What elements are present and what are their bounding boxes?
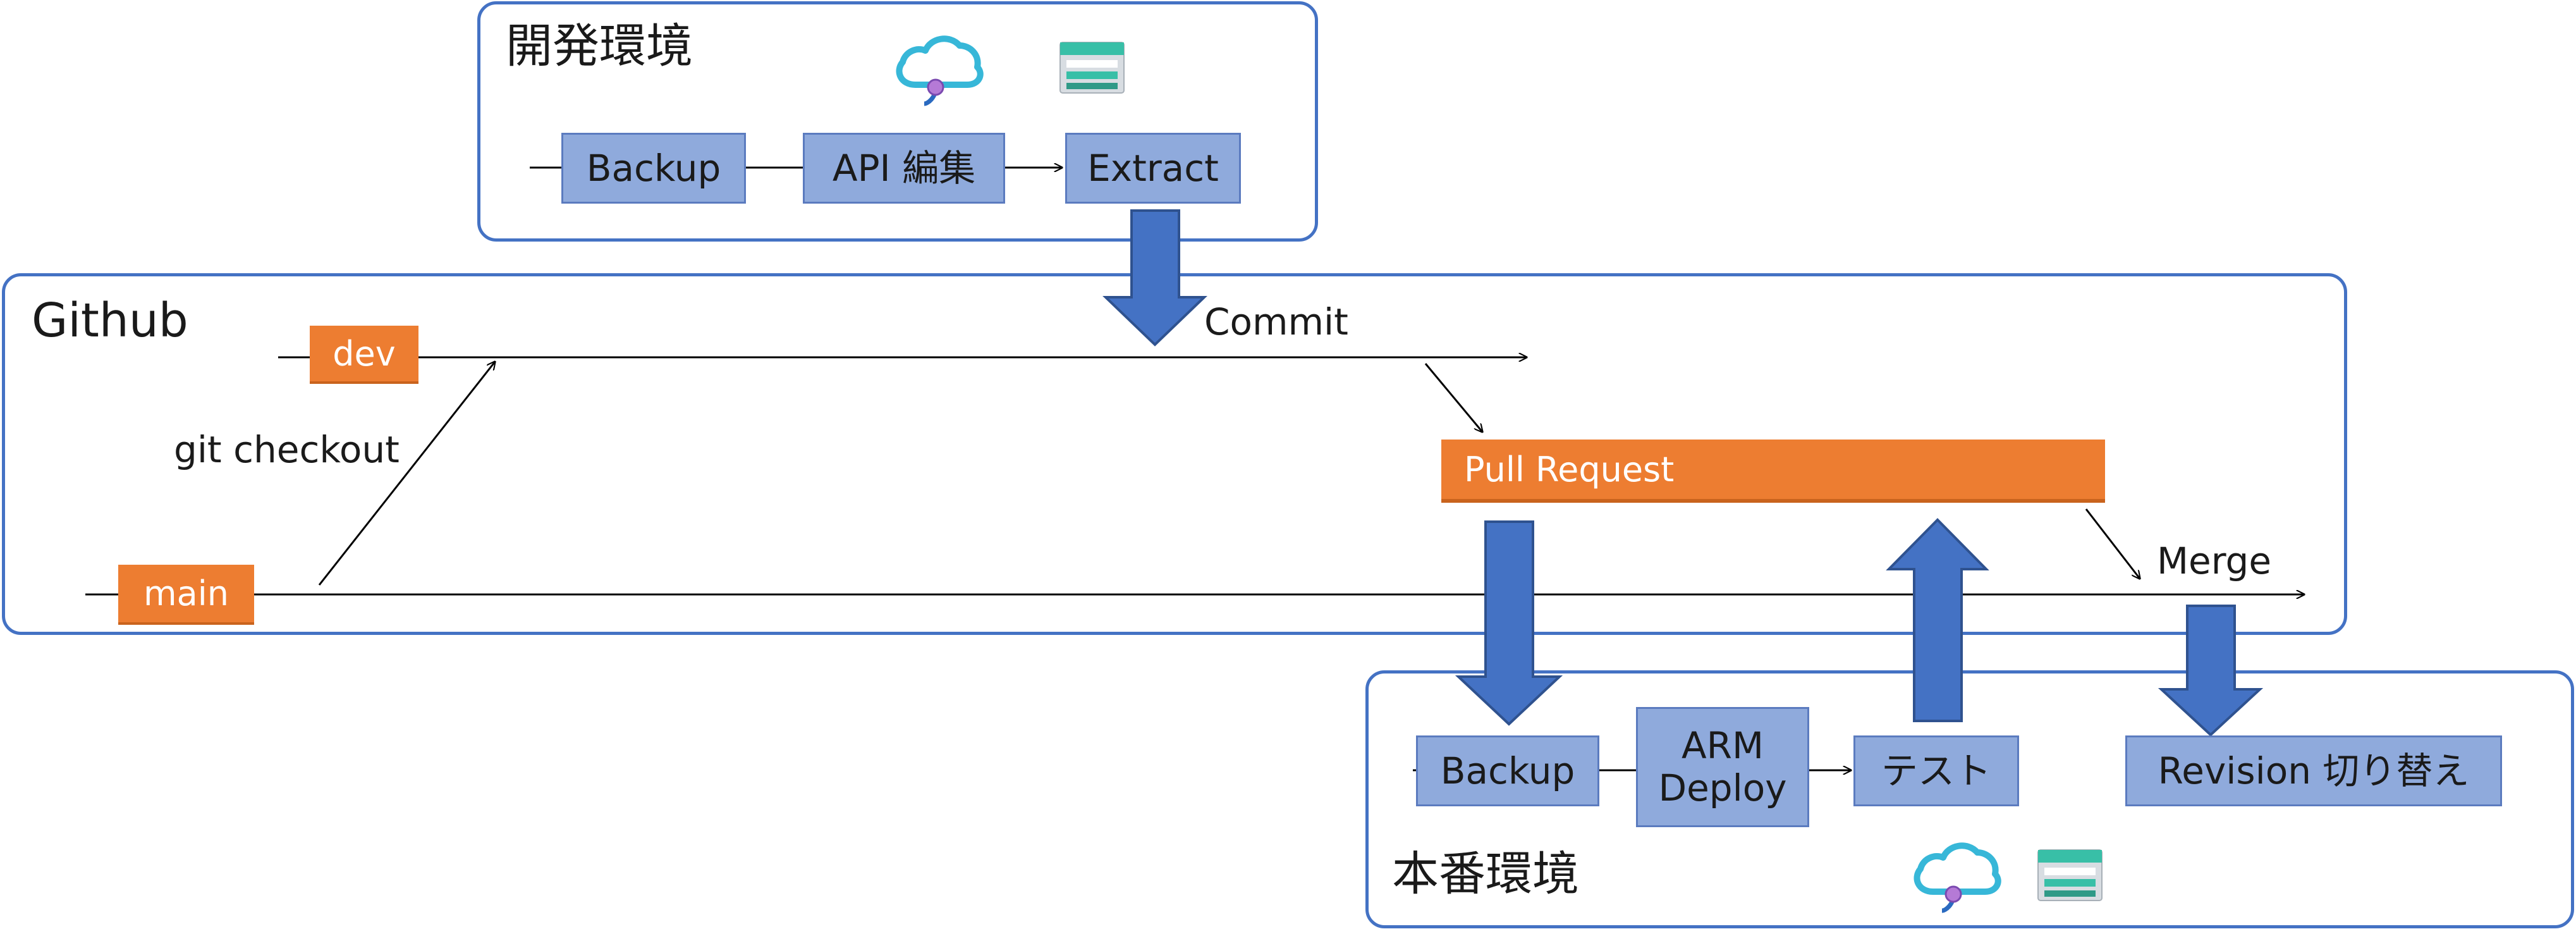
prod-step-revision-switch: Revision 切り替え [2125, 735, 2502, 806]
dev-branch-tag: dev [310, 326, 418, 384]
prod-step-backup: Backup [1416, 735, 1599, 806]
commit-block-arrow [1102, 209, 1207, 347]
prod-environment-title: 本番環境 [1392, 847, 1579, 901]
pull-request-bar: Pull Request [1441, 440, 2105, 503]
dev-step-api-edit: API 編集 [803, 133, 1005, 204]
merge-label: Merge [2157, 539, 2272, 582]
test-result-block-arrow [1886, 518, 1989, 722]
prod-step-arm-deploy: ARM Deploy [1636, 707, 1809, 827]
dev-to-pr-arrow [1424, 363, 1482, 432]
git-checkout-label: git checkout [174, 428, 400, 471]
dev-environment-title: 開発環境 [506, 19, 693, 73]
deploy-block-arrow [1455, 520, 1563, 726]
commit-label: Commit [1204, 300, 1348, 343]
storage-table-icon [2037, 849, 2103, 902]
storage-table-icon [1059, 41, 1125, 94]
dev-step-extract: Extract [1065, 133, 1241, 204]
github-title: Github [32, 293, 188, 348]
dev-step-backup: Backup [561, 133, 746, 204]
main-branch-tag: main [118, 565, 254, 625]
merge-block-arrow [2158, 605, 2264, 737]
checkout-arrow [318, 362, 495, 586]
pr-to-merge-arrow [2085, 508, 2140, 579]
prod-step-test: テスト [1853, 735, 2019, 806]
cloud-icon [891, 27, 986, 109]
cloud-icon [1909, 833, 2004, 916]
